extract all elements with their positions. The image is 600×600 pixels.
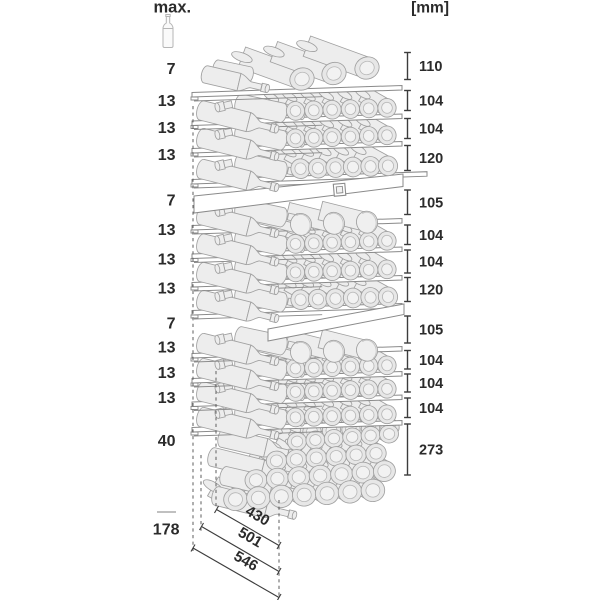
svg-text:[mm]: [mm] [411,0,449,17]
svg-text:104: 104 [419,401,443,417]
svg-text:104: 104 [419,376,443,392]
svg-text:105: 105 [419,195,443,211]
svg-text:104: 104 [419,228,443,244]
svg-text:120: 120 [419,151,443,167]
svg-text:13: 13 [158,222,176,239]
svg-text:104: 104 [419,255,443,271]
svg-text:13: 13 [158,93,176,110]
svg-text:110: 110 [419,59,442,75]
svg-text:13: 13 [158,390,176,407]
svg-text:13: 13 [158,147,176,164]
svg-text:13: 13 [158,365,176,382]
svg-text:120: 120 [419,283,443,299]
svg-text:105: 105 [419,323,443,339]
svg-text:178: 178 [153,522,180,539]
svg-text:13: 13 [158,280,176,297]
svg-text:104: 104 [419,353,443,369]
svg-text:7: 7 [167,315,176,332]
svg-text:7: 7 [167,61,176,78]
svg-text:104: 104 [419,94,443,110]
svg-text:13: 13 [158,251,176,268]
svg-text:40: 40 [158,433,176,450]
svg-text:13: 13 [158,120,176,137]
svg-text:13: 13 [158,340,176,357]
svg-text:7: 7 [167,192,176,209]
svg-text:max.: max. [154,0,192,17]
svg-text:273: 273 [419,443,443,459]
svg-text:104: 104 [419,122,443,138]
